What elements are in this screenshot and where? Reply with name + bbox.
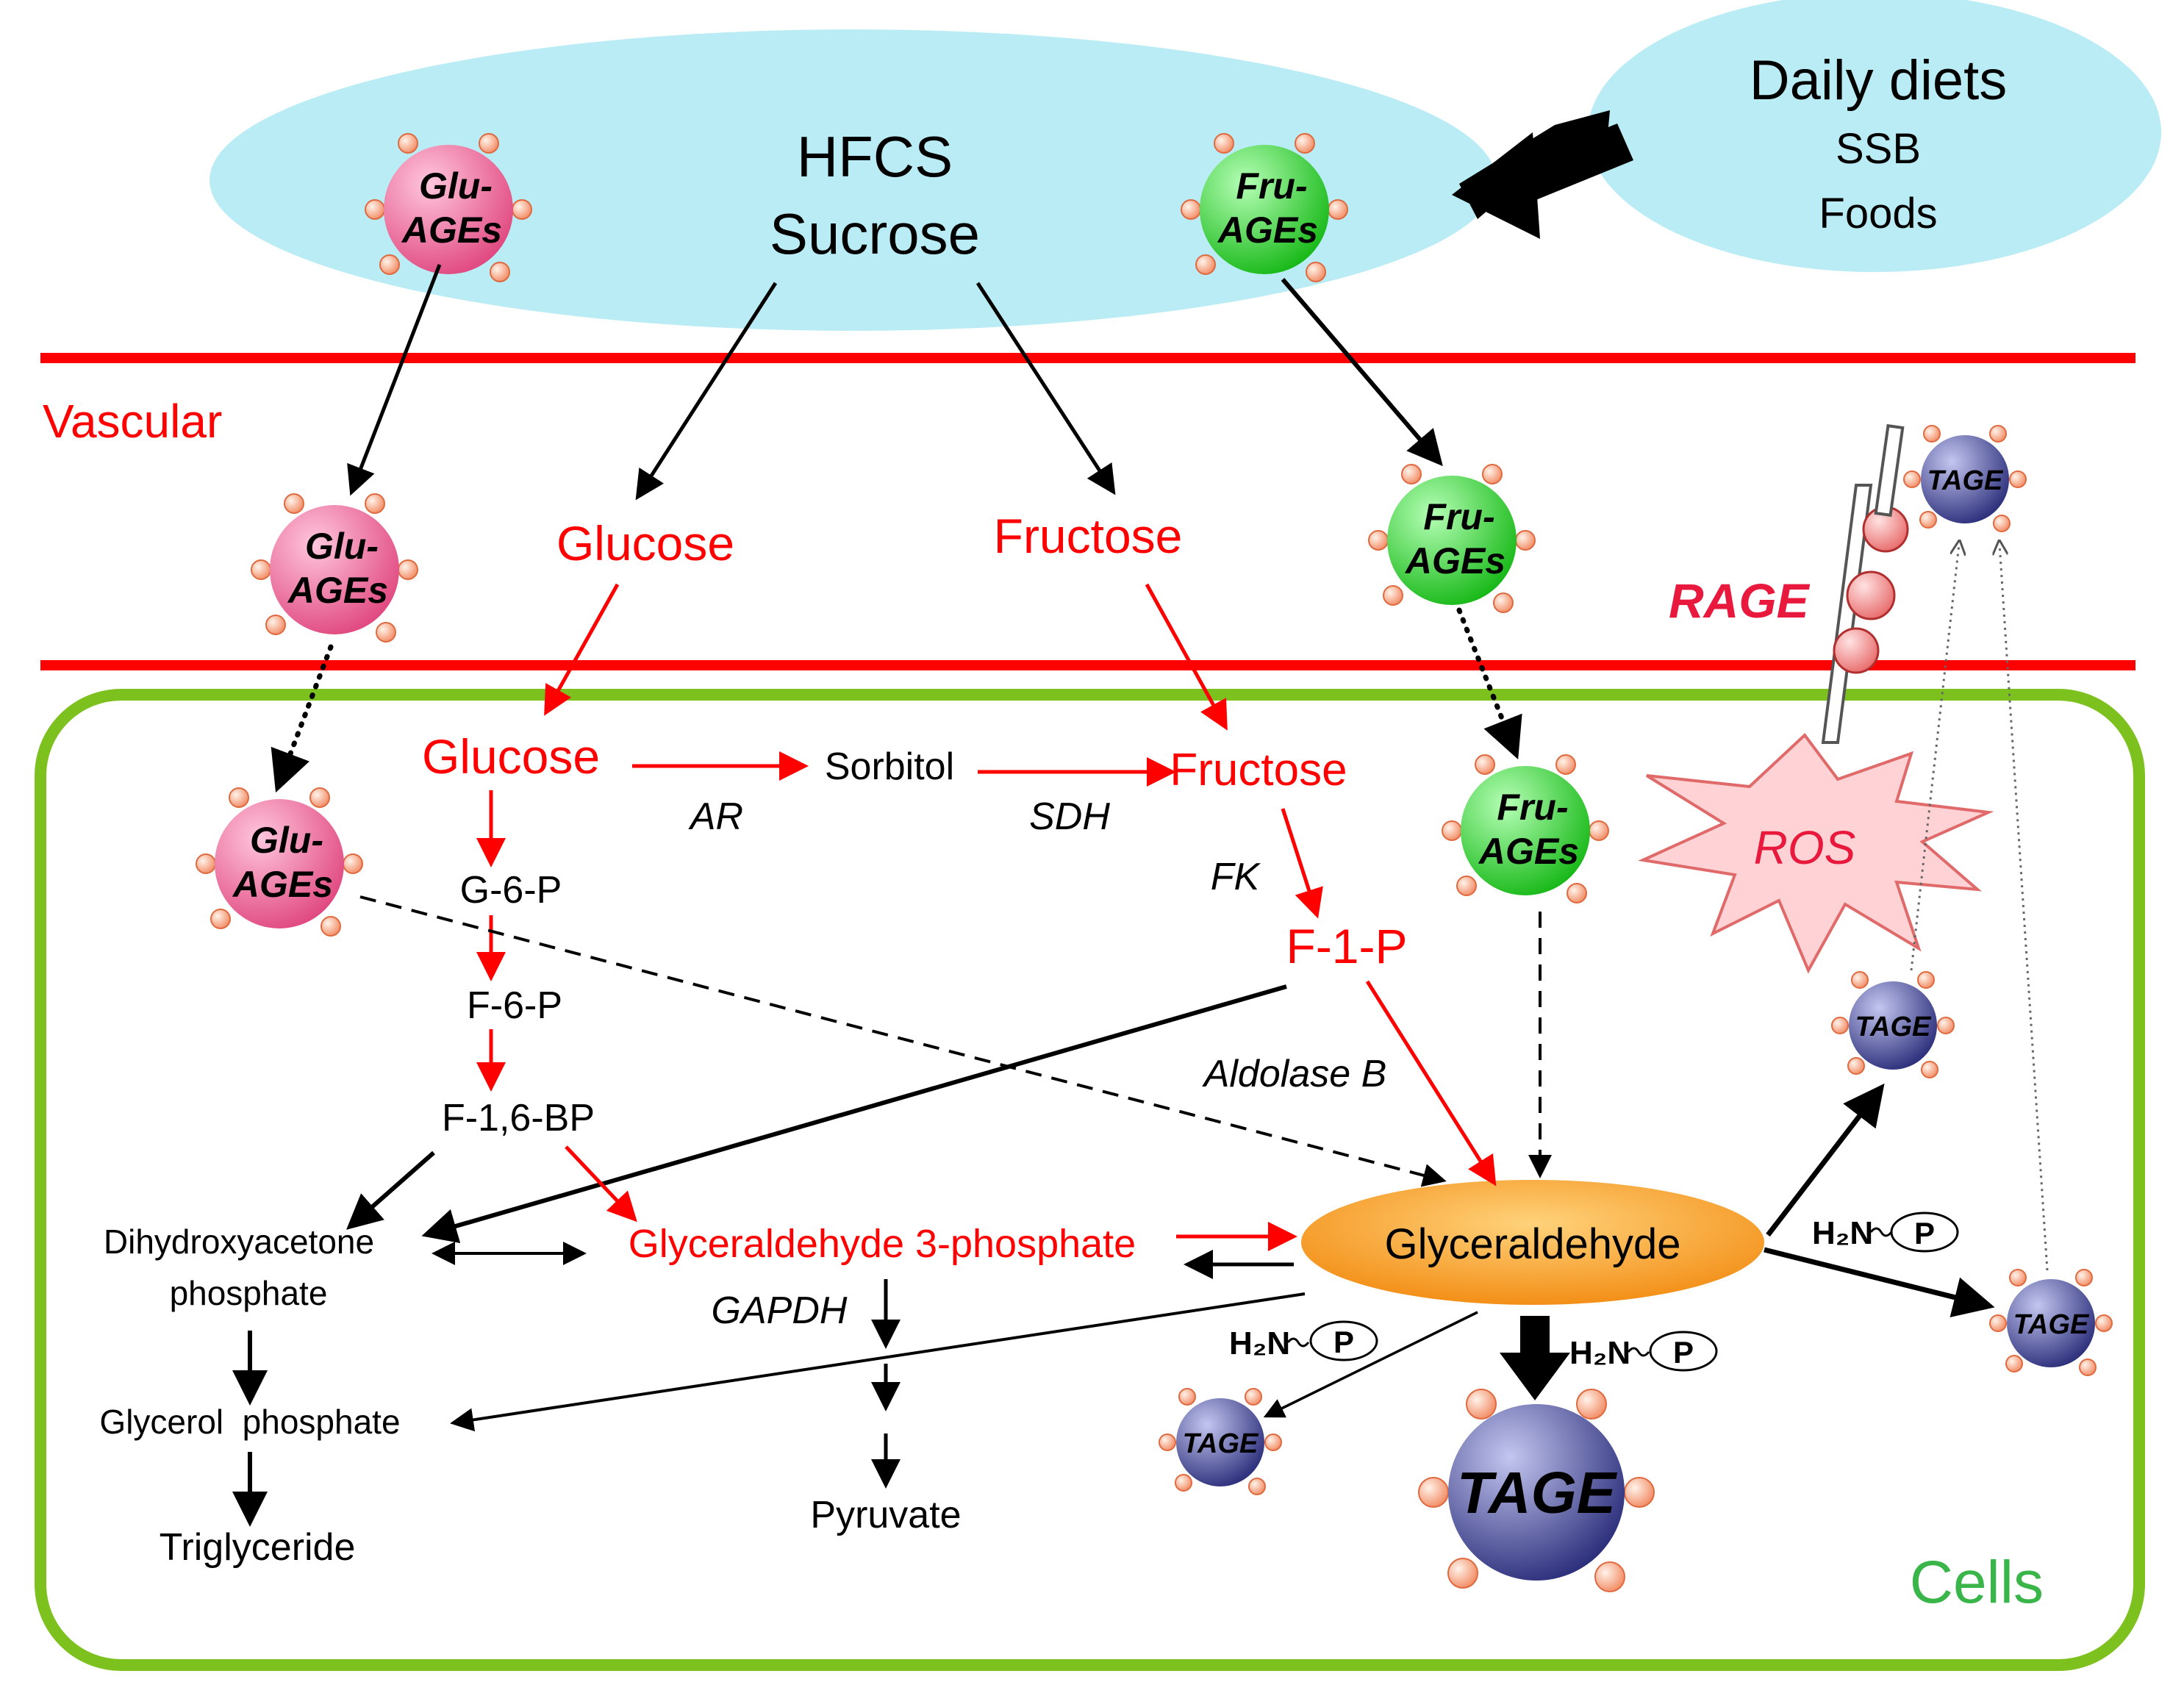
- tage-right-lower: TAGE: [1989, 1269, 2113, 1376]
- daily-diets-ellipse: [1588, 0, 2161, 272]
- thin-dotted-arrows: [1910, 544, 2049, 1271]
- fru-label-2: AGEs: [1217, 210, 1318, 251]
- glyceraldehyde-label: Glyceraldehyde: [1385, 1220, 1681, 1268]
- fru-label-2: AGEs: [1404, 540, 1505, 581]
- tage-label: TAGE: [1183, 1428, 1259, 1459]
- glu-ages-top: Glu- AGEs: [365, 133, 532, 282]
- glucose-cell: Glucose: [422, 729, 600, 784]
- glu-label-1: Glu-: [419, 165, 493, 207]
- tage-label: TAGE: [2013, 1309, 2090, 1340]
- knob-group: [365, 133, 532, 282]
- dhap-label-1: Dihydroxyacetone: [104, 1223, 374, 1261]
- tage-label: TAGE: [1855, 1012, 1932, 1042]
- p-label: P: [1333, 1325, 1354, 1359]
- hfcs-label: HFCS: [797, 124, 953, 189]
- sorbitol-label: Sorbitol: [825, 745, 954, 788]
- fructose-cell: Fructose: [1170, 745, 1347, 795]
- dotted-arrows: [271, 607, 1552, 1187]
- f16bp-label: F-1,6-BP: [442, 1097, 595, 1139]
- black-arrows: [232, 264, 1995, 1527]
- rage-label: RAGE: [1669, 573, 1811, 628]
- triglyceride-label: Triglyceride: [160, 1526, 356, 1569]
- big-arrow-head: [1500, 1353, 1570, 1400]
- glu-label-2: AGEs: [401, 210, 502, 251]
- glu-label-1: Glu-: [250, 820, 323, 861]
- h2n-label: H₂N: [1569, 1335, 1630, 1371]
- f6p-label: F-6-P: [467, 984, 562, 1027]
- glu-ages-cell: Glu- AGEs: [196, 787, 363, 937]
- fructose-vascular: Fructose: [994, 509, 1183, 563]
- f1p-label: F-1-P: [1286, 919, 1408, 973]
- fru-ages-vascular: Fru- AGEs: [1368, 464, 1536, 613]
- big-arrow-shaft: [1520, 1316, 1550, 1356]
- ar-label: AR: [688, 795, 743, 838]
- ssb-label: SSB: [1836, 125, 1921, 173]
- fru-ages-cell: Fru- AGEs: [1442, 754, 1609, 903]
- glu-label-2: AGEs: [287, 570, 388, 611]
- foods-label: Foods: [1819, 190, 1937, 237]
- glucose-vascular: Glucose: [556, 516, 734, 570]
- dhap-label-2: phosphate: [170, 1274, 328, 1312]
- glyceraldehyde-ellipse: [1301, 1180, 1764, 1305]
- hfcs-ellipse: [210, 29, 1496, 331]
- daily-diets-label: Daily diets: [1750, 49, 2008, 112]
- pyruvate-label: Pyruvate: [810, 1494, 961, 1536]
- h2n-label: H₂N: [1229, 1325, 1290, 1361]
- fru-label-1: Fru-: [1497, 787, 1568, 828]
- tage-small-bottom: TAGE: [1159, 1388, 1282, 1495]
- ros-label: ROS: [1754, 821, 1856, 874]
- fru-ages-top: Fru- AGEs: [1181, 133, 1348, 282]
- tage-large-bottom: TAGE: [1418, 1389, 1655, 1592]
- glu-label-2: AGEs: [232, 864, 333, 905]
- aldolase-b-label: Aldolase B: [1202, 1053, 1387, 1095]
- sdh-label: SDH: [1029, 795, 1110, 838]
- g6p-label: G-6-P: [460, 869, 562, 912]
- tage-right-middle: TAGE: [1831, 971, 1955, 1078]
- ros-burst: [1638, 733, 1994, 974]
- diet-arrow-head: [1452, 132, 1540, 239]
- rage-receptor: [1821, 423, 1909, 744]
- h2n-p-group-center: H₂N P: [1569, 1331, 1718, 1372]
- h2n-p-group-right: H₂N P: [1812, 1211, 1959, 1253]
- fru-label-1: Fru-: [1423, 496, 1494, 537]
- sucrose-label: Sucrose: [770, 201, 980, 266]
- g3p-label: Glyceraldehyde 3-phosphate: [629, 1222, 1136, 1266]
- diet-arrow-shaft: [1514, 124, 1633, 202]
- tage-top-right: TAGE: [1903, 425, 2027, 532]
- glycerol-phosphate-label: Glycerol phosphate: [99, 1403, 400, 1441]
- red-arrows: [476, 583, 1497, 1251]
- glu-ages-vascular: Glu- AGEs: [251, 493, 418, 643]
- gapdh-label: GAPDH: [712, 1289, 848, 1332]
- vascular-label: Vascular: [43, 395, 222, 448]
- cells-label: Cells: [1910, 1549, 2044, 1616]
- tage-label: TAGE: [1927, 465, 2004, 496]
- fk-label: FK: [1211, 856, 1261, 898]
- h2n-p-group-left: H₂N P: [1229, 1320, 1378, 1361]
- cells-boundary: [35, 689, 2145, 1671]
- p-label: P: [1673, 1335, 1694, 1370]
- h2n-label: H₂N: [1812, 1215, 1873, 1251]
- fru-label-1: Fru-: [1236, 165, 1307, 207]
- glu-label-1: Glu-: [305, 526, 379, 567]
- fru-label-2: AGEs: [1478, 831, 1579, 872]
- tage-label: TAGE: [1457, 1460, 1618, 1525]
- p-label: P: [1914, 1216, 1935, 1250]
